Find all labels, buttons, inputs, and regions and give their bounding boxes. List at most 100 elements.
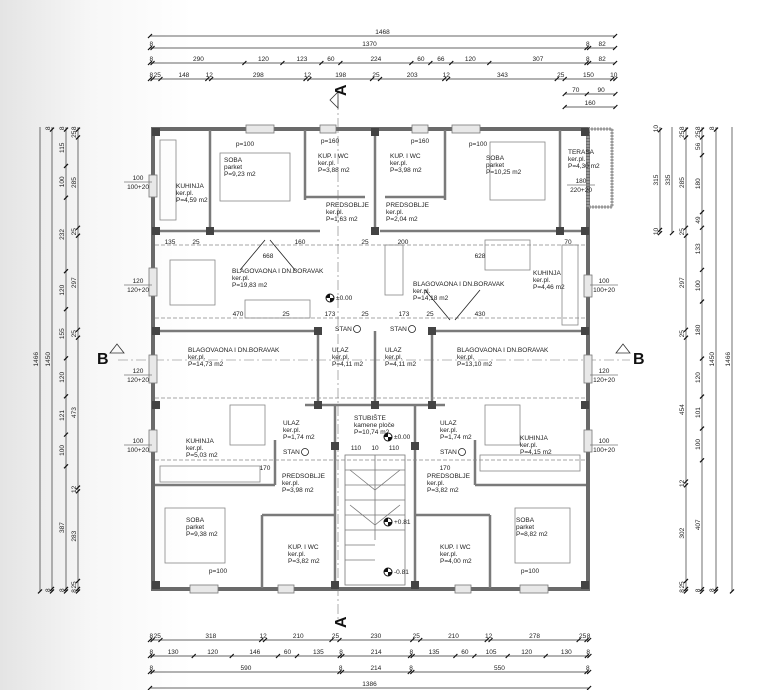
dimension-value: 214 [371, 649, 382, 656]
section-label: A [333, 84, 350, 96]
apartment-label: STAN [390, 326, 407, 333]
dimension-value: 278 [529, 633, 540, 640]
room-floor: ker.pl. [186, 445, 204, 452]
room-name: BLAGOVAONA I DN.BORAVAK [413, 281, 505, 288]
dimension-value: 12 [443, 72, 451, 79]
dimension-tick [683, 225, 689, 231]
dimension-value: 12 [71, 485, 78, 493]
room-area: P=3,82 m2 [427, 487, 459, 494]
room-area: P=4,59 m2 [176, 197, 208, 204]
section-label: B [97, 351, 109, 368]
dimension-tick [586, 60, 592, 66]
dimension-value: 8 [45, 588, 52, 592]
dimension-value: 146 [249, 649, 260, 656]
dimension-tick [409, 637, 415, 643]
apartment-label: STAN [440, 449, 457, 456]
bed-icon [489, 141, 546, 201]
dimension-tick [699, 225, 705, 231]
level-value: +0.81 [394, 519, 411, 526]
dimension-tick [484, 637, 490, 643]
dimension-value: 25 [579, 633, 587, 640]
sofa-icon [244, 299, 311, 319]
dimension-tick [75, 135, 81, 140]
dimension-tick [337, 60, 343, 66]
dimension-tick [75, 233, 81, 239]
room-floor: ker.pl. [427, 480, 445, 487]
room-name: PREDSOBLJE [326, 202, 370, 209]
dimension-value: 60 [327, 56, 335, 63]
inner-dimension: 160 [295, 239, 306, 246]
section-marker-a-bottom: A [333, 616, 350, 628]
dimension-value: 454 [679, 404, 686, 415]
room-name: KUHINJA [186, 438, 214, 445]
dimension-value: 8 [149, 665, 153, 672]
dimension-tick [612, 91, 618, 97]
dimension-tick [417, 637, 423, 643]
inner-dimension: 173 [325, 311, 336, 318]
dimension-value: 8 [409, 665, 413, 672]
window-size-label: 100 [133, 438, 144, 445]
dimension-tick [75, 589, 81, 594]
room-name: KUHINJA [176, 183, 204, 190]
apartment-marker-icon [408, 325, 416, 333]
dimension-tick [452, 653, 458, 659]
dimension-value: 318 [205, 633, 216, 640]
dimension-value: 120 [521, 649, 532, 656]
dimension-value: 8 [149, 633, 153, 640]
dimension-tick [158, 76, 163, 82]
dimension-tick [683, 479, 689, 484]
dimension-value: 8 [586, 56, 590, 63]
section-marker-b-right: B [615, 343, 645, 368]
room-name: STUBIŠTE [354, 413, 386, 422]
room-area: P=5,03 m2 [186, 452, 218, 459]
room-area: P=2,04 m2 [386, 216, 418, 223]
room-name: SOBA [224, 157, 243, 164]
dimension-tick [318, 60, 324, 66]
room-floor: ker.pl. [188, 354, 206, 361]
dimension-tick [584, 45, 589, 51]
inner-dimension: 25 [282, 311, 290, 318]
room-area: P=4,11 m2 [385, 361, 417, 368]
window-size-label: 100+20 [127, 184, 149, 191]
room-name: ULAZ [332, 347, 349, 354]
window-size-label: 120 [133, 368, 144, 375]
room-area: P=9,38 m2 [186, 531, 218, 538]
apartment-marker-icon [458, 448, 466, 456]
dimension-tick [75, 225, 81, 231]
dimension-tick [471, 653, 477, 659]
dimension-tick [612, 104, 618, 110]
dimension-value: 100 [695, 280, 702, 291]
dimension-tick [150, 45, 155, 51]
room-floor: ker.pl. [318, 160, 336, 167]
dimension-value: 121 [59, 410, 66, 421]
dimension-value: 120 [59, 284, 66, 295]
dimension-tick [208, 76, 214, 82]
dimension-value: 25 [71, 581, 78, 589]
dimension-tick [699, 457, 705, 463]
dimension-value: 8 [149, 72, 153, 79]
inner-dimension: 25 [361, 311, 369, 318]
room-floor: ker.pl. [440, 551, 458, 558]
dimension-tick [204, 76, 210, 82]
dimension-tick [158, 637, 163, 643]
dimension-value: 60 [284, 649, 292, 656]
dimension-value: 25 [71, 130, 78, 138]
window-size-label: 120+20 [127, 287, 149, 294]
room-name: KUP. I WC [390, 153, 421, 160]
dimension-tick [63, 195, 69, 201]
dimension-tick [699, 135, 705, 140]
room-area: P=14,73 m2 [188, 361, 224, 368]
room-area: P=9,23 m2 [224, 171, 256, 178]
dimension-tick [258, 637, 264, 643]
room-name: KUP. I WC [440, 544, 471, 551]
dimension-tick [306, 76, 312, 82]
dimension-value: 135 [313, 649, 324, 656]
dimension-value: 90 [598, 87, 606, 94]
dimension-tick [150, 669, 155, 675]
